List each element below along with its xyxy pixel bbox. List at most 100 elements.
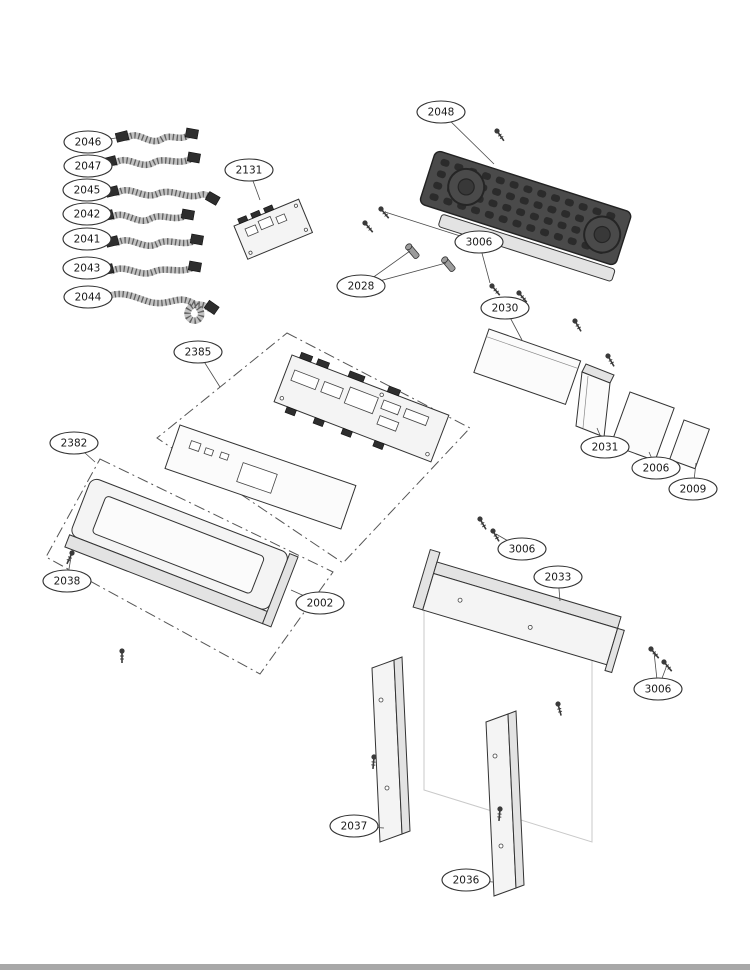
part-2002-control-panel [64,478,299,628]
callout-label: 2041 [74,234,101,246]
callout-label: 2046 [75,137,102,149]
part-2045-wire-harness [104,185,221,206]
callout-bubble [62,227,112,251]
callout-bubble [329,814,379,838]
part-2385-display-frame [164,424,357,530]
callout-bubble [454,230,504,254]
callout-bubble [480,296,530,320]
part-number-callouts: 2046 2047 2045 2042 2041 2043 2044 2131 2048 3006… [42,100,718,892]
callout-2131: 2131 [224,158,274,182]
callout-bubble [62,178,112,202]
callout-label: 2047 [75,161,102,173]
screw-3006-icon [378,206,390,219]
callout-2043: 2043 [62,256,112,280]
screw-3006-icon [66,550,75,565]
callout-label: 3006 [466,237,493,249]
screw-3006-icon [648,646,660,659]
callout-bubble [580,435,630,459]
part-2043-wire-harness [99,260,202,277]
callout-2048: 2048 [416,100,466,124]
callout-2385: 2385 [173,340,223,364]
part-2033-bracket [412,548,625,674]
screw-3006-icon [371,754,377,770]
callout-2382: 2382 [49,431,99,455]
callout-bubble [295,591,345,615]
callout-label: 2044 [75,292,102,304]
callout-2045: 2045 [62,178,112,202]
screw-3006-icon [119,648,125,663]
callout-label: 2037 [341,821,368,833]
callout-label: 2031 [592,442,619,454]
callout-2006: 2006 [631,456,681,480]
callout-bubble [62,202,112,226]
part-2044-wire-harness [94,289,220,324]
screw-3006-icon [494,128,505,142]
screw-3006-icon [661,659,673,672]
screw-3006-icon [489,283,501,296]
callout-bubble [497,537,547,561]
screw-3006-icon [555,701,563,716]
screw-3006-icon [572,318,582,332]
callout-2002: 2002 [295,591,345,615]
callout-label: 2038 [54,576,81,588]
callout-bubble [668,477,718,501]
callout-bubble [633,677,683,701]
page-footer-rule [0,964,750,970]
callout-label: 2030 [492,303,519,315]
callout-bubble [63,130,113,154]
part-2036-bracket [485,710,525,897]
part-2042-wire-harness [99,208,195,224]
callout-label: 2006 [643,463,670,475]
callout-2036: 2036 [441,868,491,892]
callout-label: 2036 [453,875,480,887]
callout-bubble [336,274,386,298]
screw-3006-icon [490,528,500,542]
callout-2044: 2044 [63,285,113,309]
callout-label: 2043 [74,263,101,275]
part-2046-wire-harness [114,127,199,145]
callout-bubble [533,565,583,589]
callout-2033: 2033 [533,565,583,589]
callout-label: 2002 [307,598,334,610]
part-2047-wire-harness [102,151,201,168]
part-2385-control-board [273,351,450,463]
callout-2047: 2047 [63,154,113,178]
screw-3006-icon [605,353,615,367]
callout-label: 2131 [236,165,263,177]
callout-2037: 2037 [329,814,379,838]
screws-3006 [66,128,673,822]
callout-label: 2042 [74,209,101,221]
callout-2030: 2030 [480,296,530,320]
part-2131-pcb [233,198,314,260]
callout-3006: 3006 [633,677,683,701]
callout-label: 2382 [61,438,88,450]
screw-3006-icon [362,220,374,233]
callout-2031: 2031 [580,435,630,459]
callout-bubble [62,256,112,280]
callout-bubble [42,569,92,593]
callout-bubble [441,868,491,892]
screw-3006-icon [477,516,487,530]
assembly-2382-outline [45,458,334,675]
part-2028-standoffs [405,243,456,273]
callout-2042: 2042 [62,202,112,226]
screw-3006-icon [497,806,503,822]
part-2031-bracket [575,363,615,438]
callout-bubble [173,340,223,364]
callout-label: 2385 [185,347,212,359]
part-2048-vent-grille [419,150,632,282]
callout-2009: 2009 [668,477,718,501]
callout-label: 2033 [545,572,572,584]
callout-label: 3006 [509,544,536,556]
callout-label: 2009 [680,484,707,496]
callout-2028: 2028 [336,274,386,298]
part-2009-cover [668,419,711,470]
callout-2041: 2041 [62,227,112,251]
callout-bubble [63,285,113,309]
callout-bubble [224,158,274,182]
part-2030-plate [473,328,582,405]
callout-3006: 3006 [497,537,547,561]
callout-bubble [631,456,681,480]
